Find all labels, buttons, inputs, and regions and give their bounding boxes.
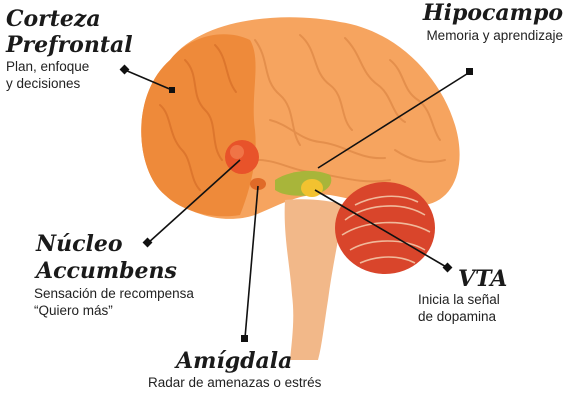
label-nucleo-desc-line2: “Quiero más” xyxy=(34,302,113,318)
brainstem xyxy=(284,199,345,360)
label-amigdala-title: Amígdala xyxy=(176,348,293,374)
label-vta-desc-line1: Inicia la señal xyxy=(418,292,500,307)
leader-dot-hipocampo xyxy=(466,68,473,75)
label-prefrontal-title-line1: Corteza xyxy=(6,6,101,32)
leader-dot-nucleo xyxy=(142,237,153,248)
cortex-folds xyxy=(239,34,446,183)
nucleus-accumbens-highlight xyxy=(230,145,244,159)
label-hipocampo-desc: Memoria y aprendizaje xyxy=(426,28,563,43)
leader-line-nucleo xyxy=(147,159,241,244)
leader-line-vta xyxy=(314,189,449,269)
label-prefrontal-title-line2: Prefrontal xyxy=(6,32,133,58)
label-hipocampo-title: Hipocampo xyxy=(422,0,563,26)
leader-lines xyxy=(124,69,471,339)
leader-line-amigdala xyxy=(244,185,259,339)
amygdala-marker xyxy=(250,178,266,190)
leader-dot-vta xyxy=(442,262,453,273)
label-prefrontal-desc-line2: y decisiones xyxy=(6,75,81,91)
leader-line-hipocampo xyxy=(317,71,471,169)
label-nucleo-desc: Sensación de recompensa “Quiero más” xyxy=(34,286,194,320)
label-prefrontal-desc-line1: Plan, enfoque xyxy=(6,59,90,74)
label-vta-desc-line2: de dopamina xyxy=(418,308,497,324)
cerebellum xyxy=(335,182,435,274)
leader-dot-prefrontal xyxy=(119,64,130,75)
vta-marker xyxy=(301,179,323,197)
label-nucleo-desc-line1: Sensación de recompensa xyxy=(34,286,194,301)
label-vta-title: VTA xyxy=(458,266,508,292)
leader-dots xyxy=(119,64,473,342)
leader-dot-prefrontal-end xyxy=(169,87,175,93)
label-vta-desc: Inicia la señal de dopamina xyxy=(418,292,500,326)
cerebellum-folds xyxy=(341,195,431,264)
label-amigdala-desc: Radar de amenazas o estrés xyxy=(148,375,322,390)
label-nucleo-title-line2: Accumbens xyxy=(36,258,177,284)
prefrontal-folds xyxy=(159,44,237,191)
label-nucleo-title-line1: Núcleo xyxy=(36,231,123,257)
label-prefrontal-desc: Plan, enfoque y decisiones xyxy=(6,59,89,93)
leader-dot-amigdala xyxy=(241,335,248,342)
leader-line-prefrontal xyxy=(124,69,173,91)
